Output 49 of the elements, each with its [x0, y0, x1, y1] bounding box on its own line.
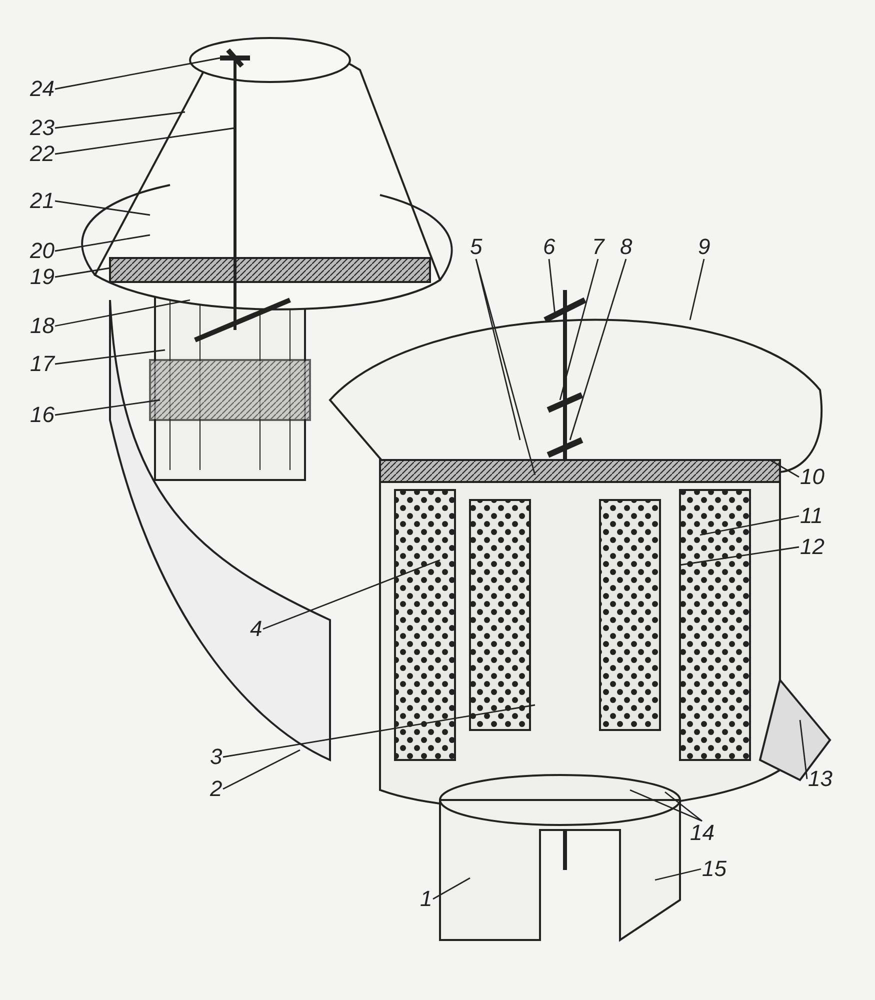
callout-number: 9: [698, 236, 710, 258]
leader-line: [54, 57, 220, 90]
callout-number: 7: [592, 236, 604, 258]
callout-number: 18: [30, 315, 54, 337]
leader-line: [54, 127, 236, 155]
callout-number: 3: [210, 746, 222, 768]
leader-line: [54, 200, 150, 216]
leader-line: [630, 789, 702, 822]
callout-number: 4: [250, 618, 262, 640]
leader-line: [222, 704, 536, 758]
callout-number: 22: [30, 143, 54, 165]
callout-number: 16: [30, 404, 54, 426]
callout-number: 5: [470, 236, 482, 258]
leader-line: [54, 299, 190, 327]
leader-line: [54, 349, 166, 365]
leader-line: [680, 546, 800, 566]
leader-line: [54, 399, 160, 416]
callout-number: 10: [800, 466, 824, 488]
leader-line: [54, 234, 150, 252]
callout-number: 17: [30, 353, 54, 375]
leader-line: [689, 258, 705, 320]
callout-number: 23: [30, 117, 54, 139]
leader-line: [475, 258, 536, 476]
leader-line: [700, 515, 800, 536]
callout-number: 13: [808, 768, 832, 790]
leader-line: [654, 868, 702, 881]
leader-line: [54, 267, 110, 278]
callout-number: 14: [690, 822, 714, 844]
leader-line: [569, 258, 627, 440]
callout-number: 24: [30, 78, 54, 100]
callout-number: 8: [620, 236, 632, 258]
leader-line: [262, 559, 440, 630]
callout-number: 6: [543, 236, 556, 258]
leader-line: [799, 720, 808, 780]
callout-number: 21: [30, 190, 54, 212]
leader-line: [222, 749, 300, 790]
callout-number: 20: [30, 240, 54, 262]
leader-line: [432, 877, 470, 900]
callout-number: 19: [30, 266, 54, 288]
leader-line: [559, 258, 599, 400]
leader-line: [664, 791, 702, 822]
leader-line: [548, 258, 556, 316]
callout-number: 11: [800, 505, 823, 527]
callout-number: 1: [420, 888, 432, 910]
leader-line: [770, 459, 800, 478]
callout-number: 15: [702, 858, 726, 880]
callout-number: 2: [210, 778, 222, 800]
callout-number: 12: [800, 536, 824, 558]
leader-line: [54, 111, 186, 129]
